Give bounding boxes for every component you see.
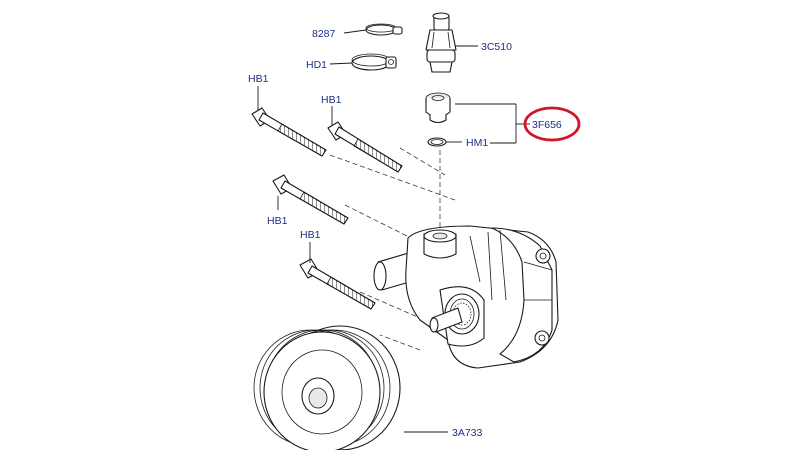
label-hb1-middle: HB1 [267, 215, 288, 227]
label-8287: 8287 [312, 28, 336, 40]
label-3a733: 3A733 [452, 427, 483, 439]
leader-lines [257, 29, 530, 433]
highlight-circle-3f656 [523, 106, 581, 142]
part-3a733-pulley [253, 325, 401, 450]
part-hm1-oring [427, 137, 447, 147]
part-3c510-fitting [425, 12, 457, 73]
label-3f656: 3F656 [532, 119, 562, 131]
label-hb1-upper-left: HB1 [248, 73, 269, 85]
label-hm1: HM1 [466, 137, 488, 149]
power-steering-pump [373, 225, 559, 369]
bolt-hb1-lower [299, 258, 376, 310]
label-3c510: 3C510 [481, 41, 512, 53]
part-8287-hose-clip [365, 23, 403, 36]
label-hd1: HD1 [306, 59, 327, 71]
part-3f656-valve [425, 92, 451, 124]
bolt-hb1-upper-right [327, 121, 403, 173]
bolt-hb1-middle [272, 174, 349, 225]
assembly-centerlines [329, 147, 456, 351]
label-hb1-lower: HB1 [300, 229, 321, 241]
part-hd1-clamp [351, 53, 397, 71]
label-hb1-upper-right: HB1 [321, 94, 342, 106]
bolt-hb1-upper-left [251, 107, 327, 157]
